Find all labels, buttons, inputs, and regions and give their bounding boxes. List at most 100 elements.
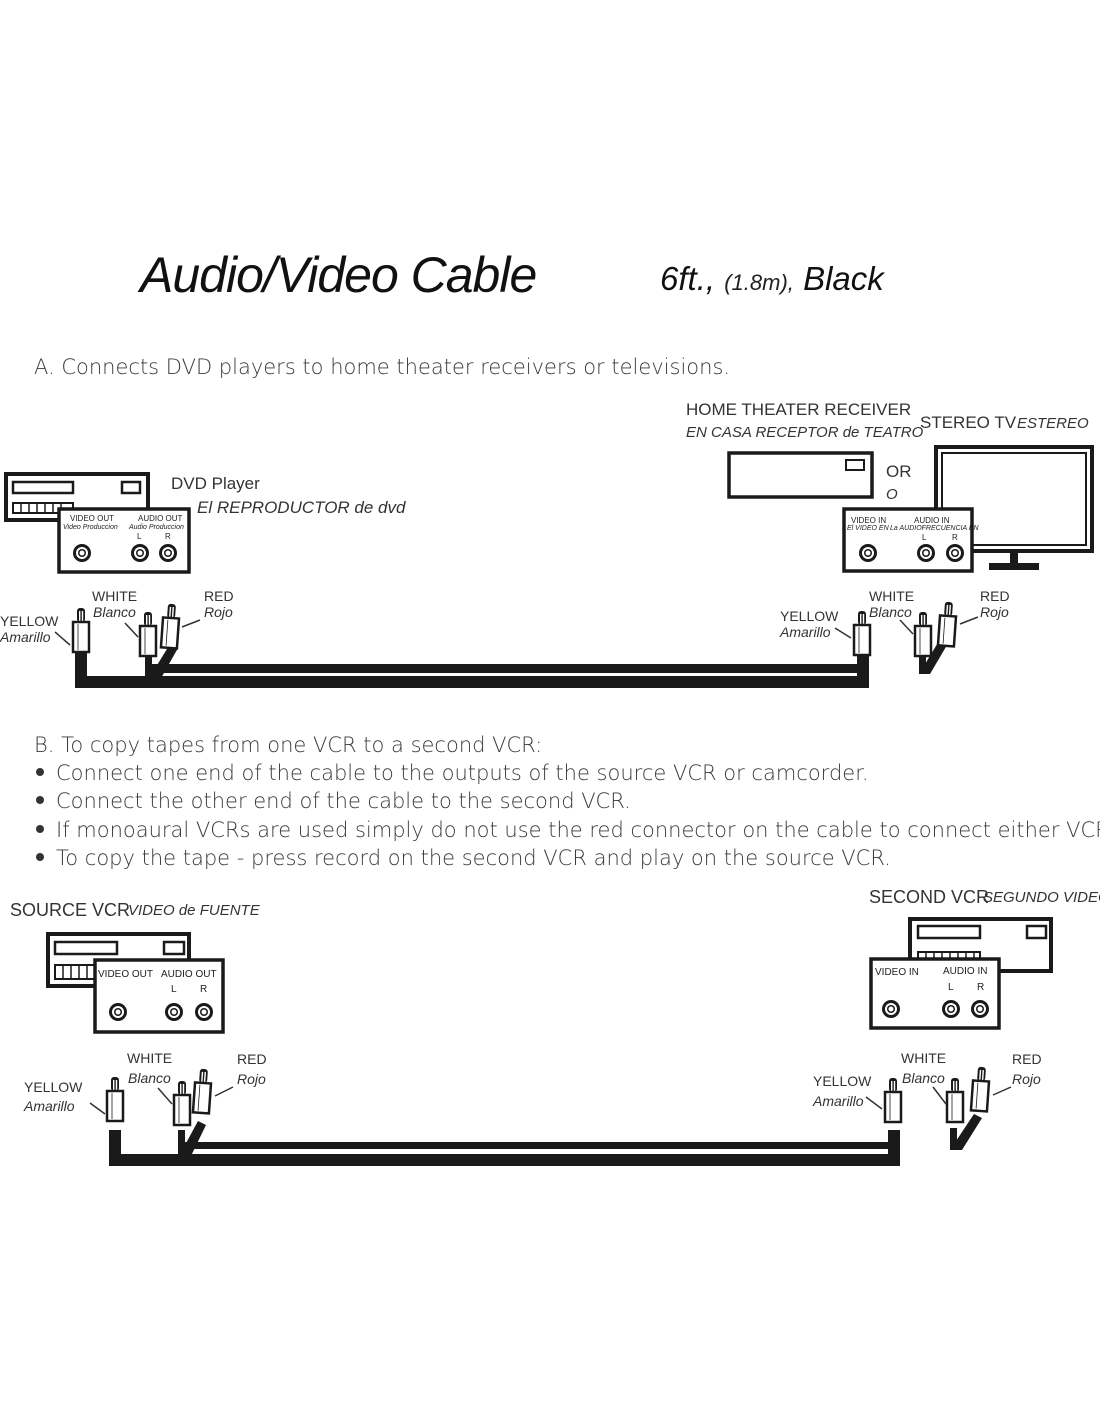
audio-out-left-jack bbox=[131, 544, 149, 562]
white-label-es-a-left: Blanco bbox=[93, 604, 136, 620]
yellow-label-es-a-right: Amarillo bbox=[780, 624, 831, 640]
spec-color: Black bbox=[803, 260, 884, 297]
yellow-plug-left bbox=[71, 606, 91, 654]
vcr-audio-out-right-jack bbox=[195, 1003, 213, 1021]
bullet-dot-icon bbox=[36, 825, 44, 833]
second-video-in-label: VIDEO IN bbox=[875, 967, 919, 978]
red-label-b-left: RED bbox=[237, 1051, 267, 1067]
product-spec: 6ft., (1.8m), Black bbox=[660, 260, 884, 298]
yellow-label-a-right: YELLOW bbox=[780, 608, 839, 624]
second-right-label: R bbox=[977, 982, 985, 993]
yellow-plug-right bbox=[852, 609, 872, 657]
vcr-video-out-jack bbox=[109, 1003, 127, 1021]
red-label-es-a-right: Rojo bbox=[980, 604, 1009, 620]
white-plug-right bbox=[913, 610, 933, 658]
red-label-a-right: RED bbox=[980, 588, 1010, 604]
dvd-right-label: R bbox=[165, 532, 171, 541]
dvd-video-out-label-es: Video Produccion bbox=[63, 524, 118, 531]
video-out-jack bbox=[73, 544, 91, 562]
bullet-item: Connect the other end of the cable to th… bbox=[36, 789, 631, 813]
tv-video-in-label: VIDEO IN bbox=[851, 516, 887, 525]
audio-in-left-jack bbox=[917, 544, 935, 562]
second-audio-in-label: AUDIO IN bbox=[943, 966, 988, 977]
vcr-audio-in-left-jack bbox=[942, 1000, 960, 1018]
tv-right-label: R bbox=[952, 533, 958, 542]
bullet-item: Connect one end of the cable to the outp… bbox=[36, 761, 869, 785]
second-vcr-label-es: SEGUNDO VIDEO bbox=[983, 889, 1100, 906]
red-label-es-a-left: Rojo bbox=[204, 604, 233, 620]
yellow-label-es-b-left: Amarillo bbox=[24, 1098, 75, 1114]
white-plug-left bbox=[138, 610, 158, 658]
tv-audio-in-label: AUDIO IN bbox=[914, 516, 950, 525]
video-in-jack bbox=[859, 544, 877, 562]
dvd-audio-out-label: AUDIO OUT bbox=[138, 514, 183, 523]
bullet-dot-icon bbox=[36, 768, 44, 776]
yellow-label-b-left: YELLOW bbox=[24, 1079, 83, 1095]
second-vcr-label: SECOND VCR bbox=[869, 887, 990, 907]
red-plug-b-right bbox=[969, 1065, 992, 1113]
tv-audio-in-label-es: La AUDIOFRECUENCIA EN bbox=[890, 525, 979, 532]
white-plug-b-right bbox=[945, 1076, 965, 1124]
second-vcr-drawing bbox=[869, 917, 1053, 1030]
tv-video-in-label-es: El VIDEO EN bbox=[847, 525, 889, 532]
bullet-item: If monoaural VCRs are used simply do not… bbox=[36, 818, 1100, 842]
white-label-b-left: WHITE bbox=[127, 1050, 173, 1066]
red-plug-right bbox=[936, 600, 959, 648]
dvd-player-drawing bbox=[4, 472, 191, 574]
white-label-es-b-right: Blanco bbox=[902, 1070, 945, 1086]
white-label-a-right: WHITE bbox=[869, 588, 915, 604]
stereo-tv-label: STEREO TV bbox=[920, 413, 1017, 432]
vcr-audio-out-left-jack bbox=[165, 1003, 183, 1021]
white-label-b-right: WHITE bbox=[901, 1050, 947, 1066]
or-label-es: O bbox=[886, 486, 898, 503]
tv-left-label: L bbox=[922, 533, 927, 542]
source-vcr-drawing bbox=[46, 932, 225, 1034]
vcr-video-in-jack bbox=[882, 1000, 900, 1018]
receiver-label: HOME THEATER RECEIVER bbox=[686, 400, 912, 419]
second-left-label: L bbox=[948, 982, 954, 993]
stereo-tv-label-es: ESTEREO bbox=[1017, 415, 1089, 432]
page-title: Audio/Video Cable bbox=[140, 247, 537, 303]
red-label-es-b-right: Rojo bbox=[1012, 1071, 1041, 1087]
av-cable-a bbox=[54, 600, 979, 688]
spec-metric: (1.8m), bbox=[724, 270, 794, 295]
source-left-label: L bbox=[171, 984, 177, 995]
yellow-label-b-right: YELLOW bbox=[813, 1073, 872, 1089]
section-b-heading: B. To copy tapes from one VCR to a secon… bbox=[34, 733, 543, 757]
red-plug-left bbox=[159, 602, 182, 650]
yellow-label-es-a-left: Amarillo bbox=[0, 629, 51, 645]
bullet-dot-icon bbox=[36, 853, 44, 861]
source-vcr-label: SOURCE VCR bbox=[10, 900, 131, 920]
yellow-plug-b-right bbox=[883, 1076, 903, 1124]
dvd-video-out-label: VIDEO OUT bbox=[70, 514, 115, 523]
receiver-label-es: EN CASA RECEPTOR de TEATRO bbox=[686, 424, 924, 441]
white-plug-b-left bbox=[172, 1079, 192, 1127]
source-right-label: R bbox=[200, 984, 208, 995]
audio-out-right-jack bbox=[159, 544, 177, 562]
source-video-out-label: VIDEO OUT bbox=[98, 969, 154, 980]
dvd-player-label: DVD Player bbox=[171, 474, 260, 493]
dvd-audio-out-label-es: Audio Produccion bbox=[129, 524, 184, 531]
dvd-player-label-es: El REPRODUCTOR de dvd bbox=[197, 498, 406, 517]
yellow-label-es-b-right: Amarillo bbox=[813, 1093, 864, 1109]
bullet-item: To copy the tape - press record on the s… bbox=[36, 846, 891, 870]
red-label-es-b-left: Rojo bbox=[237, 1071, 266, 1087]
or-label: OR bbox=[886, 462, 912, 481]
av-cable-b bbox=[89, 1065, 1012, 1166]
yellow-plug-b-left bbox=[105, 1075, 125, 1123]
audio-in-right-jack bbox=[946, 544, 964, 562]
yellow-label-a-left: YELLOW bbox=[0, 613, 59, 629]
red-plug-b-left bbox=[191, 1067, 214, 1115]
section-a-heading: A. Connects DVD players to home theater … bbox=[34, 355, 731, 379]
bullet-dot-icon bbox=[36, 796, 44, 804]
home-theater-receiver-drawing bbox=[727, 451, 874, 499]
vcr-audio-in-right-jack bbox=[971, 1000, 989, 1018]
red-label-b-right: RED bbox=[1012, 1051, 1042, 1067]
stereo-tv-drawing bbox=[842, 445, 1094, 573]
white-label-es-b-left: Blanco bbox=[128, 1070, 171, 1086]
source-audio-out-label: AUDIO OUT bbox=[161, 969, 217, 980]
source-vcr-label-es: VIDEO de FUENTE bbox=[128, 902, 260, 919]
spec-length: 6ft., bbox=[660, 260, 716, 297]
dvd-left-label: L bbox=[137, 532, 142, 541]
